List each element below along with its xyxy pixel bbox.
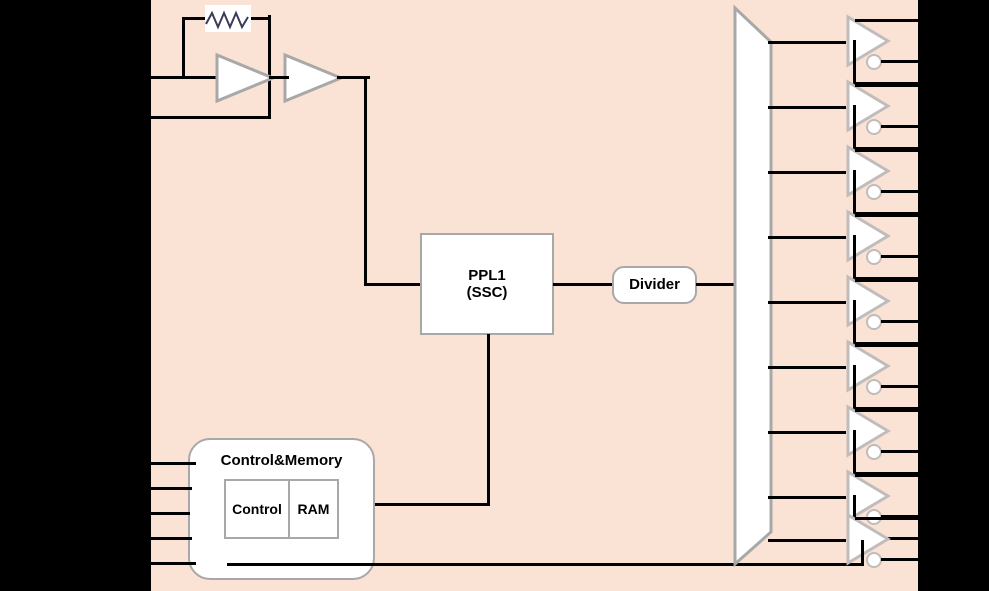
- wire-out-1-comp: [881, 60, 920, 63]
- wire-out-2-comp-drop: [853, 105, 856, 149]
- wire-fanout-out-1: [768, 41, 846, 44]
- wire-feedback-top-left: [182, 17, 208, 20]
- feedback-resistor-icon: [205, 5, 251, 32]
- wire-out-8-true-top: [855, 474, 920, 477]
- wire-out-1-comp-drop: [853, 40, 856, 84]
- wire-out-2-true-top: [855, 84, 920, 87]
- oscillator-amplifier-1-icon: [214, 52, 276, 104]
- diagram-canvas: PPL1 (SSC) Divider Control&Memory Contro…: [150, 0, 920, 591]
- wire-divider-to-fanout: [696, 283, 738, 286]
- wire-out-9-bus-riser: [861, 540, 864, 565]
- wire-out-5-true-top: [855, 279, 920, 282]
- wire-out-3-comp-drop: [853, 170, 856, 214]
- fanout-buffer-block[interactable]: [731, 4, 781, 568]
- wire-out-5-comp-drop: [853, 300, 856, 344]
- wire-ctrl-pin-1: [150, 462, 196, 465]
- wire-fanout-out-4: [768, 236, 846, 239]
- wire-fanout-out-5: [768, 301, 846, 304]
- wire-fanout-out-2: [768, 106, 846, 109]
- wire-pll-to-divider: [553, 283, 613, 286]
- output-buffer-2-icon[interactable]: [845, 79, 897, 135]
- pll-block[interactable]: PPL1 (SSC): [420, 233, 554, 335]
- wire-feedback-left-riser: [182, 17, 185, 79]
- wire-out-9-true-top: [855, 517, 920, 520]
- wire-out-6-comp-run: [853, 407, 920, 410]
- divider-block[interactable]: Divider: [612, 266, 697, 304]
- ram-subblock[interactable]: RAM: [288, 479, 339, 540]
- wire-out-1-true-top: [855, 19, 920, 22]
- wire-out-2-comp-run: [853, 147, 920, 150]
- control-memory-block[interactable]: Control&Memory Control RAM: [188, 438, 375, 580]
- wire-out-4-comp-drop: [853, 235, 856, 279]
- wire-out-8-comp-drop: [853, 495, 856, 539]
- wire-out-1-comp-run: [853, 82, 920, 85]
- wire-out-8-comp: [881, 515, 920, 518]
- wire-out-4-comp: [881, 255, 920, 258]
- wire-out-5-comp-run: [853, 342, 920, 345]
- wire-fanout-out-3: [768, 171, 846, 174]
- wire-fanout-out-7: [768, 431, 846, 434]
- wire-out-2-comp: [881, 125, 920, 128]
- wire-osc-xout-run: [150, 116, 270, 119]
- output-buffer-1-icon[interactable]: [845, 14, 897, 70]
- wire-feedback-top-right: [249, 17, 271, 20]
- wire-ctrl-pin-3: [150, 512, 190, 515]
- wire-out-6-comp-drop: [853, 365, 856, 409]
- wire-out-3-true-top: [855, 149, 920, 152]
- output-buffer-8-icon[interactable]: [845, 469, 897, 525]
- wire-out-7-comp: [881, 450, 920, 453]
- wire-amp1-to-amp2: [269, 76, 289, 79]
- wire-ctrl-pin-4: [150, 537, 192, 540]
- wire-osc-to-pll-drop: [364, 76, 367, 284]
- control-subblock[interactable]: Control: [224, 479, 290, 540]
- wire-osc-to-pll: [364, 283, 421, 286]
- wire-out-7-true-top: [855, 409, 920, 412]
- control-subblock-label: Control: [232, 501, 282, 518]
- wire-out-4-true-top: [855, 214, 920, 217]
- wire-out-3-comp-run: [853, 212, 920, 215]
- wire-fanout-out-6: [768, 366, 846, 369]
- divider-block-label: Divider: [629, 276, 680, 294]
- output-buffer-6-icon[interactable]: [845, 339, 897, 395]
- wire-out-5-comp: [881, 320, 920, 323]
- wire-out-7-comp-drop: [853, 430, 856, 474]
- wire-ctrl-pin-5: [150, 562, 196, 565]
- wire-amp2-out: [337, 76, 366, 79]
- wire-out-6-true-top: [855, 344, 920, 347]
- wire-out-3-comp: [881, 190, 920, 193]
- wire-ctrl-pin-2: [150, 487, 192, 490]
- output-buffer-4-icon[interactable]: [845, 209, 897, 265]
- output-buffer-7-icon[interactable]: [845, 404, 897, 460]
- wire-pll-ctrl-run: [375, 503, 490, 506]
- wire-fanout-out-8: [768, 496, 846, 499]
- output-buffer-5-icon[interactable]: [845, 274, 897, 330]
- ram-subblock-label: RAM: [297, 501, 330, 518]
- wire-out-6-comp: [881, 385, 920, 388]
- wire-out-7-comp-run: [853, 472, 920, 475]
- wire-out-9-comp: [881, 558, 920, 561]
- wire-ctrl-output-bus: [227, 563, 864, 566]
- wire-fanout-out-9: [768, 539, 846, 542]
- oscillator-amplifier-2-icon: [282, 52, 344, 104]
- wire-pll-ctrl-drop: [487, 334, 490, 506]
- control-memory-subblocks: Control RAM: [224, 479, 339, 540]
- wire-out-4-comp-run: [853, 277, 920, 280]
- control-memory-label: Control&Memory: [220, 452, 343, 469]
- wire-osc-xout-riser: [268, 15, 271, 119]
- output-buffer-3-icon[interactable]: [845, 144, 897, 200]
- pll-block-label: PPL1 (SSC): [466, 266, 508, 301]
